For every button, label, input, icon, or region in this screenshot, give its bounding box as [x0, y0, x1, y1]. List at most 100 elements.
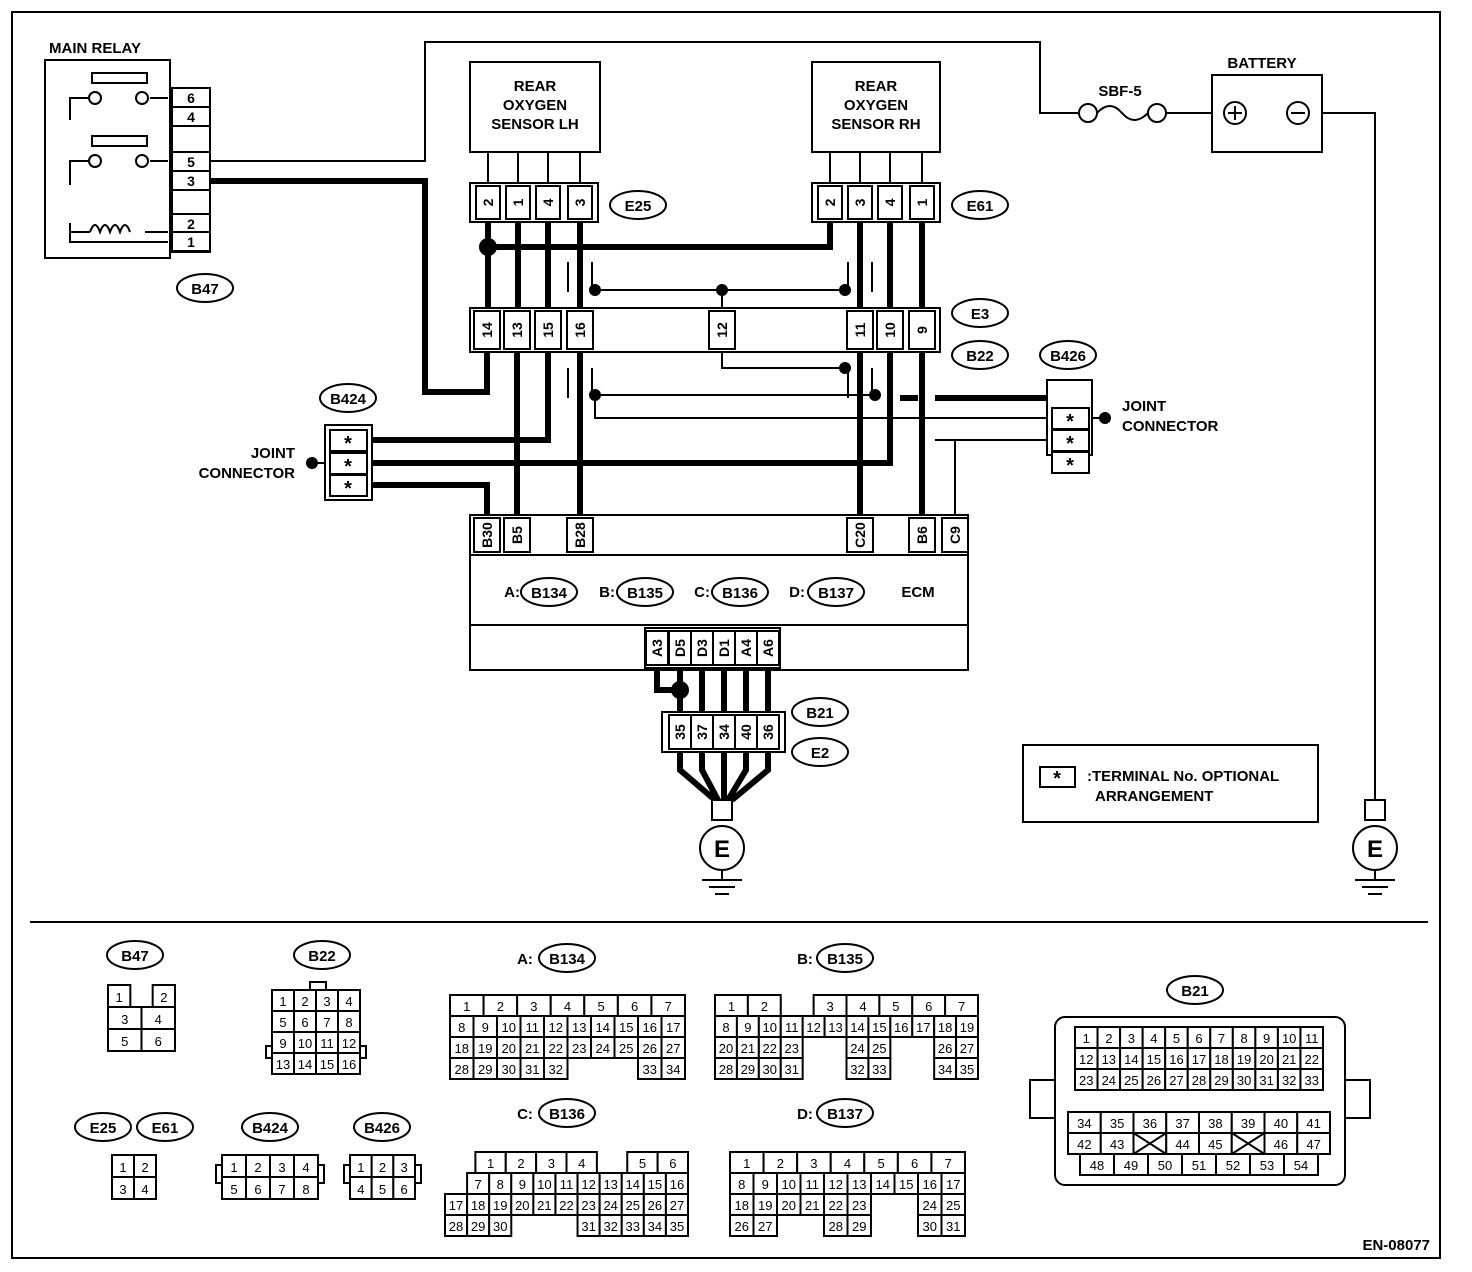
pin-label: 12: [714, 322, 730, 338]
pin-number: 16: [923, 1177, 937, 1192]
pin-number: 22: [549, 1041, 563, 1056]
pin-number: 3: [810, 1156, 817, 1171]
pin-number: 34: [648, 1219, 662, 1234]
tag-b21: B21: [1166, 975, 1224, 1005]
pin-number: 34: [666, 1062, 680, 1077]
pin-number: 29: [852, 1219, 866, 1234]
pin-number: 15: [872, 1020, 886, 1035]
tag-b21: B21: [791, 697, 849, 727]
pin-number: 44: [1175, 1137, 1189, 1152]
pin-number: 47: [1306, 1137, 1320, 1152]
pin-number: 26: [648, 1198, 662, 1213]
fuse-label: SBF-5: [1098, 83, 1141, 100]
joint-b424-terminals: ***: [329, 429, 368, 500]
tag-e25: E25: [609, 190, 667, 220]
pin-cell: [567, 185, 593, 220]
terminal-mark: *: [344, 456, 352, 478]
tag-e61: E61: [136, 1112, 194, 1142]
pin-cell: [505, 185, 531, 220]
tag-label: B135: [627, 585, 663, 602]
pin-number: 51: [1192, 1158, 1206, 1173]
pin-number: 8: [302, 1182, 309, 1197]
pin-cell: [876, 310, 904, 350]
pin-number: 15: [1147, 1052, 1161, 1067]
pin-number: 7: [323, 1015, 330, 1030]
tag-b426: B426: [1039, 340, 1097, 370]
pin-number: 34: [938, 1062, 952, 1077]
pin-number: 21: [537, 1198, 551, 1213]
pin-number: 10: [502, 1020, 516, 1035]
pin-number: 7: [945, 1156, 952, 1171]
pin-number: 15: [320, 1057, 334, 1072]
battery: BATTERY: [1211, 55, 1323, 153]
pin-number: 30: [502, 1062, 516, 1077]
pin-number: 42: [1077, 1137, 1091, 1152]
pin-number: 5: [279, 1015, 286, 1030]
pin-number: 8: [345, 1015, 352, 1030]
pin-number: 30: [493, 1219, 507, 1234]
pin-number: 1: [119, 1160, 126, 1175]
pin-number: 18: [455, 1041, 469, 1056]
pin-number: 10: [782, 1177, 796, 1192]
pin-number: 23: [852, 1198, 866, 1213]
sensor-label: REAR: [514, 78, 557, 95]
pin-label: 36: [760, 724, 776, 740]
pin-number: 32: [603, 1219, 617, 1234]
terminal-mark: *: [1066, 455, 1074, 477]
pin-number: 5: [877, 1156, 884, 1171]
joint-connector-label: JOINT: [251, 445, 295, 462]
pin-number: 3: [1128, 1031, 1135, 1046]
pin-cell: [867, 1057, 892, 1080]
relay-pin: [171, 231, 211, 252]
tag-label: E2: [811, 745, 829, 762]
pin-number: 4: [155, 1012, 162, 1027]
main-relay-label: MAIN RELAY: [49, 40, 141, 57]
legend-text: :TERMINAL No. OPTIONAL: [1087, 768, 1279, 785]
pin-cell: [664, 1214, 690, 1237]
ground-label: E: [714, 836, 730, 863]
pin-label: 4: [882, 198, 898, 206]
pin-number: 14: [876, 1177, 890, 1192]
tag-label: B426: [364, 1120, 400, 1137]
pin-cell: [566, 517, 594, 553]
tag-b426: B426: [353, 1112, 411, 1142]
pin-number: 28: [829, 1219, 843, 1234]
pin-number: 33: [626, 1219, 640, 1234]
pin-number: 20: [515, 1198, 529, 1213]
ecm-connector-letter: D:: [789, 584, 805, 601]
pin-cell: [752, 1214, 778, 1237]
pin-number: 31: [946, 1219, 960, 1234]
tag-label: B21: [1181, 983, 1209, 1000]
pin-number: 5: [597, 999, 604, 1014]
pin-number: 53: [1260, 1158, 1274, 1173]
pin-number: 2: [301, 994, 308, 1009]
pin-number: 7: [475, 1177, 482, 1192]
pin-number: 16: [643, 1020, 657, 1035]
terminal: [1051, 451, 1090, 474]
pin-number: 3: [548, 1156, 555, 1171]
pin-number: 49: [1124, 1158, 1138, 1173]
pin-number: 1: [1083, 1031, 1090, 1046]
pin-label: D5: [672, 639, 688, 657]
pin-cell: [473, 517, 501, 553]
pin-number: 43: [1110, 1137, 1124, 1152]
pin-cell: [847, 185, 873, 220]
tag-b135: B135: [816, 943, 874, 973]
pin-number: 5: [230, 1182, 237, 1197]
pin-cell: [941, 517, 969, 553]
pin-number: 35: [1110, 1116, 1124, 1131]
tag-label: B426: [1050, 348, 1086, 365]
pin-number: 34: [1077, 1116, 1091, 1131]
pin-number: 32: [549, 1062, 563, 1077]
pin-label: A4: [738, 639, 754, 657]
joint-connector-label: JOINT: [1122, 398, 1166, 415]
splice-dots: [306, 238, 1111, 699]
